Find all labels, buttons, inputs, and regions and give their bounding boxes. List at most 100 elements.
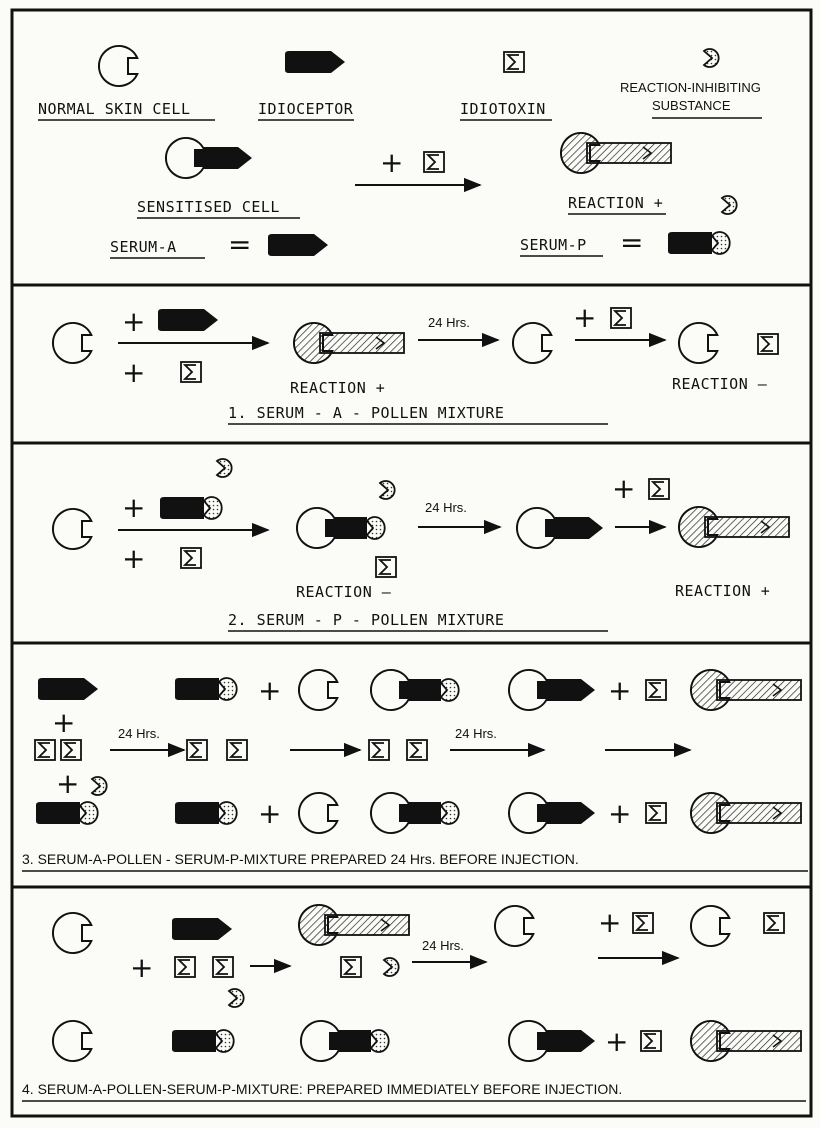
idioceptor-icon	[285, 51, 345, 73]
normal-skin-cell-icon	[691, 906, 729, 946]
idiotoxin-icon	[649, 479, 669, 499]
reacting-cell-icon	[294, 323, 404, 363]
legend-inhibitor-line1: REACTION-INHIBITING	[620, 80, 761, 95]
idiotoxin-icon	[213, 957, 233, 977]
plus-sign: +	[122, 542, 145, 575]
idiotoxin-icon	[175, 957, 195, 977]
inhibitor-icon	[229, 989, 244, 1007]
time-label: 24 Hrs.	[425, 500, 467, 515]
idiotoxin-icon	[611, 308, 631, 328]
panel1-reaction-plus: REACTION +	[290, 379, 385, 397]
idioceptor-icon	[172, 918, 232, 940]
sensitised-cell-icon	[509, 1021, 595, 1061]
legend-idioceptor: IDIOCEPTOR	[258, 100, 354, 118]
idiotoxin-icon	[227, 740, 247, 760]
idiotoxin-icon	[376, 557, 396, 577]
plus-sign: +	[605, 1025, 628, 1058]
panel-2-serum-p-pollen: + + REACTION — 24 Hrs. + REACTION + 2. S…	[53, 459, 789, 631]
panel-4-prepared-immediately: + 24 Hrs. + + 4. SERUM-A-POLLEN-SERUM-P-…	[22, 905, 806, 1101]
inhibitor-icon	[92, 777, 107, 795]
reacting-cell-icon	[691, 1021, 801, 1061]
normal-skin-cell-icon	[53, 509, 91, 549]
idiotoxin-icon	[641, 1031, 661, 1051]
time-label: 24 Hrs.	[422, 938, 464, 953]
normal-skin-cell-icon	[99, 46, 137, 86]
idiotoxin-icon	[764, 913, 784, 933]
inhibited-sensitised-cell-icon	[301, 1021, 389, 1061]
normal-skin-cell-icon	[513, 323, 551, 363]
legend-serum-p: SERUM-P	[520, 236, 587, 254]
legend-sensitised-cell: SENSITISED CELL	[137, 198, 280, 216]
normal-skin-cell-icon	[53, 913, 91, 953]
inhibited-sensitised-cell-icon	[371, 793, 459, 833]
idiotoxin-icon	[633, 913, 653, 933]
time-label: 24 Hrs.	[428, 315, 470, 330]
normal-skin-cell-icon	[53, 323, 91, 363]
normal-skin-cell-icon	[495, 906, 533, 946]
plus-sign: +	[258, 674, 281, 707]
plus-sign: +	[608, 797, 631, 830]
idioceptor-icon	[158, 309, 218, 331]
plus-sign: +	[52, 706, 75, 739]
plus-sign: +	[612, 472, 635, 505]
legend-inhibitor-line2: SUBSTANCE	[652, 98, 731, 113]
idiotoxin-icon	[646, 803, 666, 823]
idioceptor-icon	[38, 678, 98, 700]
sensitised-cell-icon	[166, 138, 252, 178]
reacting-cell-icon	[679, 507, 789, 547]
idiotoxin-icon	[504, 52, 524, 72]
plus-sign: +	[258, 797, 281, 830]
reacting-cell-icon	[561, 133, 671, 173]
sensitised-cell-icon	[517, 508, 603, 548]
panel3-caption: 3. SERUM-A-POLLEN - SERUM-P-MIXTURE PREP…	[22, 851, 579, 867]
legend-panel: NORMAL SKIN CELL IDIOCEPTOR IDIOTOXIN RE…	[38, 46, 762, 261]
time-label: 24 Hrs.	[455, 726, 497, 741]
panel2-caption: 2. SERUM - P - POLLEN MIXTURE	[228, 611, 504, 629]
plus-sign: +	[573, 301, 596, 334]
panel1-caption: 1. SERUM - A - POLLEN MIXTURE	[228, 404, 504, 422]
serum-p-icon	[175, 802, 237, 824]
time-label: 24 Hrs.	[118, 726, 160, 741]
serum-p-icon	[175, 678, 237, 700]
inhibitor-icon	[380, 481, 395, 499]
plus-sign: +	[380, 146, 403, 179]
idiotoxin-icon	[369, 740, 389, 760]
plus-sign: +	[598, 906, 621, 939]
idiotoxin-icon	[187, 740, 207, 760]
serum-p-icon	[172, 1030, 234, 1052]
idiotoxin-icon	[758, 334, 778, 354]
reacting-cell-icon	[691, 670, 801, 710]
idiotoxin-icon	[424, 152, 444, 172]
idiotoxin-icon	[35, 740, 55, 760]
plus-sign: +	[122, 356, 145, 389]
panel4-caption: 4. SERUM-A-POLLEN-SERUM-P-MIXTURE: PREPA…	[22, 1081, 622, 1097]
serum-p-icon	[36, 802, 98, 824]
normal-skin-cell-icon	[679, 323, 717, 363]
plus-sign: +	[130, 951, 153, 984]
normal-skin-cell-icon	[299, 670, 337, 710]
panel1-reaction-minus: REACTION —	[672, 375, 768, 393]
legend-idiotoxin: IDIOTOXIN	[460, 100, 546, 118]
sensitised-cell-icon	[509, 793, 595, 833]
idiotoxin-icon	[61, 740, 81, 760]
serum-p-icon	[668, 232, 730, 254]
panel2-reaction-plus: REACTION +	[675, 582, 770, 600]
inhibited-sensitised-cell-icon	[297, 508, 385, 548]
reacting-cell-icon	[691, 793, 801, 833]
legend-reaction-plus: REACTION +	[568, 194, 663, 212]
idiotoxin-icon	[407, 740, 427, 760]
inhibitor-icon	[722, 196, 737, 214]
normal-skin-cell-icon	[53, 1021, 91, 1061]
legend-serum-a: SERUM-A	[110, 238, 177, 256]
inhibitor-icon	[384, 958, 399, 976]
plus-sign: +	[56, 767, 79, 800]
equals-sign: =	[620, 226, 643, 259]
idiotoxin-icon	[181, 362, 201, 382]
plus-sign: +	[122, 491, 145, 524]
idiotoxin-icon	[341, 957, 361, 977]
normal-skin-cell-icon	[299, 793, 337, 833]
idiotoxin-icon	[181, 548, 201, 568]
panel-1-serum-a-pollen: + + REACTION + 24 Hrs. + REACTION — 1. S…	[53, 301, 778, 424]
